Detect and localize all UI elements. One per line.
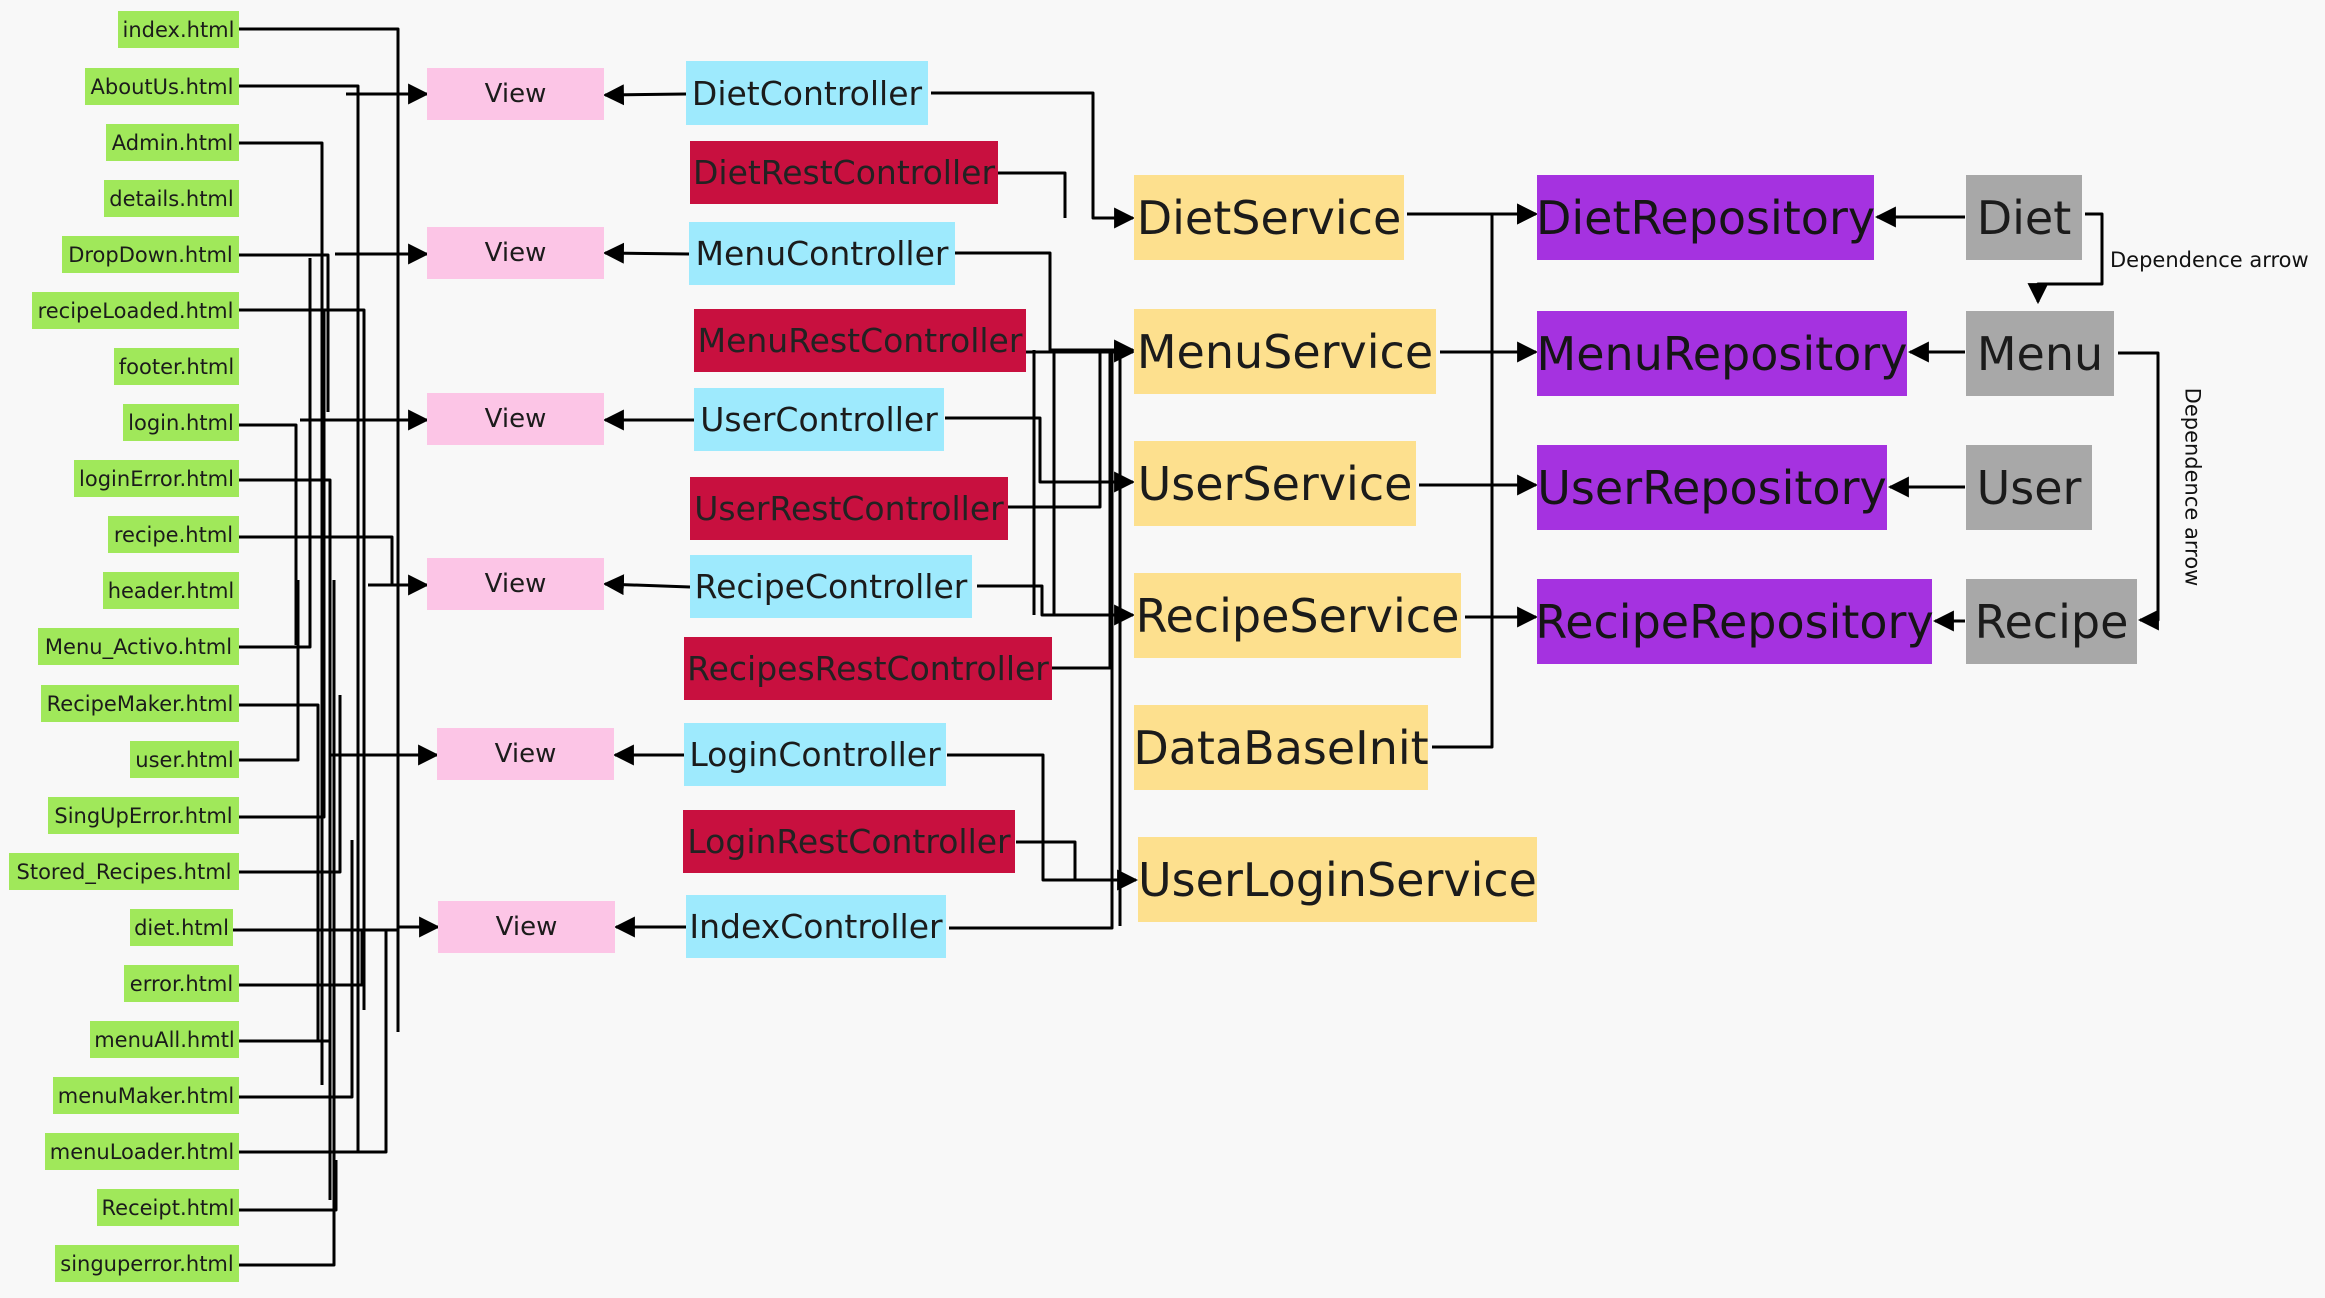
rest-controller-login: LoginRestController xyxy=(683,810,1015,873)
repository-diet: DietRepository xyxy=(1536,175,1875,260)
entity-user: User xyxy=(1966,445,2092,530)
view-diet: View xyxy=(427,68,604,120)
view-index: View xyxy=(438,901,615,953)
repository-menu: MenuRepository xyxy=(1537,311,1907,396)
controller-login: LoginController xyxy=(684,723,946,786)
html-file-menu-activo: Menu_Activo.html xyxy=(38,628,239,665)
html-file-stored-recipes: Stored_Recipes.html xyxy=(9,853,239,890)
entity-recipe: Recipe xyxy=(1966,579,2137,664)
html-file-error: error.html xyxy=(124,965,239,1002)
service-user-login: UserLoginService xyxy=(1138,837,1537,922)
entity-diet: Diet xyxy=(1966,175,2082,260)
html-file-menuall: menuAll.hmtl xyxy=(90,1021,239,1058)
controller-recipe: RecipeController xyxy=(690,555,972,618)
html-file-details: details.html xyxy=(104,180,239,217)
service-menu: MenuService xyxy=(1134,309,1436,394)
html-file-user: user.html xyxy=(130,741,239,778)
html-file-index: index.html xyxy=(118,11,239,48)
html-file-recipe: recipe.html xyxy=(108,516,239,553)
service-database-init: DataBaseInit xyxy=(1133,705,1429,790)
service-diet: DietService xyxy=(1134,175,1404,260)
view-menu: View xyxy=(427,227,604,279)
controller-user: UserController xyxy=(694,388,944,451)
html-file-singuperror: SingUpError.html xyxy=(48,797,239,834)
rest-controller-diet: DietRestController xyxy=(690,141,998,204)
html-file-header: header.html xyxy=(103,572,239,609)
dependence-arrow-label: Dependence arrow xyxy=(2110,248,2309,272)
html-file-login: login.html xyxy=(123,404,239,441)
rest-controller-menu: MenuRestController xyxy=(694,309,1026,372)
controller-index: IndexController xyxy=(686,895,946,958)
html-file-footer: footer.html xyxy=(114,348,239,385)
html-file-menumaker: menuMaker.html xyxy=(53,1077,239,1114)
entity-menu: Menu xyxy=(1966,311,2114,396)
html-file-singuperror-lower: singuperror.html xyxy=(55,1245,239,1282)
html-file-admin: Admin.html xyxy=(106,124,239,161)
view-login: View xyxy=(437,728,614,780)
html-file-aboutus: AboutUs.html xyxy=(85,68,239,105)
html-file-dropdown: DropDown.html xyxy=(62,236,239,273)
dependence-arrow-label-vertical: Dependence arrow xyxy=(2180,387,2205,587)
service-user: UserService xyxy=(1134,441,1416,526)
html-file-recipemaker: RecipeMaker.html xyxy=(41,685,239,722)
view-recipe: View xyxy=(427,558,604,610)
repository-recipe: RecipeRepository xyxy=(1535,579,1934,664)
service-recipe: RecipeService xyxy=(1134,573,1461,658)
html-file-loginerror: loginError.html xyxy=(74,460,239,497)
html-file-receipt: Receipt.html xyxy=(97,1189,239,1226)
controller-menu: MenuController xyxy=(689,222,955,285)
html-file-menuloader: menuLoader.html xyxy=(45,1133,239,1170)
view-user: View xyxy=(427,393,604,445)
rest-controller-user: UserRestController xyxy=(690,477,1008,540)
html-file-recipeloaded: recipeLoaded.html xyxy=(32,292,239,329)
controller-diet: DietController xyxy=(686,61,928,125)
rest-controller-recipes: RecipesRestController xyxy=(684,637,1052,700)
repository-user: UserRepository xyxy=(1537,445,1887,530)
html-file-diet: diet.html xyxy=(130,909,233,946)
